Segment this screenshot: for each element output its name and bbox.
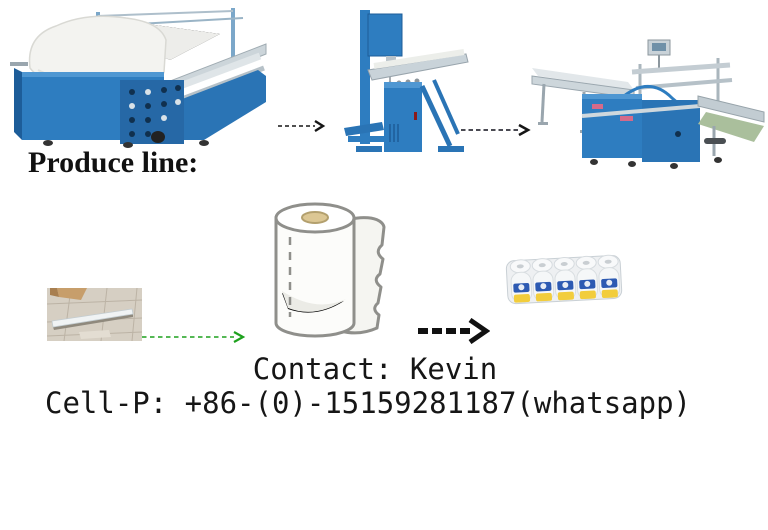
pack-front-row [510,267,621,303]
machine-feet [43,131,209,148]
band-saw-cutting-machine-photo [344,10,469,152]
roll-pack [505,254,623,305]
jumbo-paper-roll [28,15,220,91]
contact-phone-line: Cell-P: +86-(0)-15159281187(whatsapp) [44,386,692,420]
machine-feet [590,157,722,169]
dashed-arrow-right-icon [278,119,326,133]
wrapping-packing-machine-photo [531,39,765,169]
cutting-table [367,49,469,87]
paper-log-photo [47,288,142,341]
paper-rewinding-machine-photo [10,8,267,148]
paper-log [51,308,134,330]
packer-cabinets [581,94,701,162]
paper-roll-illustration [274,202,386,338]
green-dashed-arrow-right-icon [142,331,246,343]
roll-cylinder [274,202,356,338]
saw-legs [344,79,464,152]
saw-column [360,10,403,144]
outfeed-ramp [697,95,765,156]
control-monitor [647,39,671,72]
cardboard-box [50,288,87,300]
produce-line-label: Produce line: [28,146,199,179]
dashed-arrow-right-icon [461,123,531,137]
toilet-roll-10-pack-photo [505,254,623,305]
bold-dashed-arrow-right-icon [418,318,490,344]
saw-cabinet [384,82,422,152]
control-panel [120,80,184,144]
contact-name-line: Contact: Kevin [252,352,498,386]
